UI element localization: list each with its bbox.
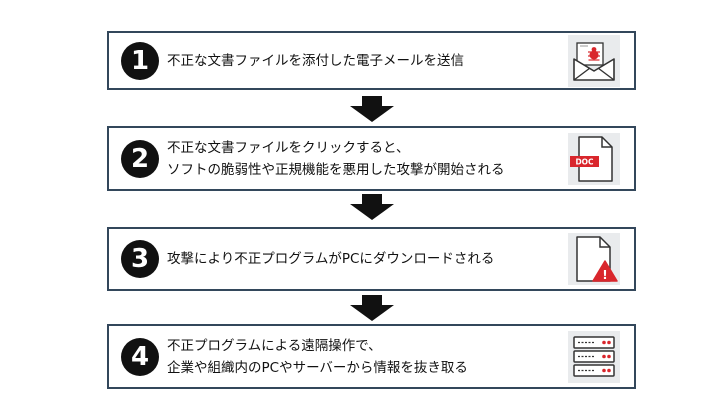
doc-label: DOC (575, 157, 594, 166)
step-text-line: 不正な文書ファイルをクリックすると、 (167, 139, 410, 156)
step-number-badge: 1 (121, 41, 159, 80)
step-1-box: 1 不正な文書ファイルを添付した電子メールを送信 (107, 31, 636, 90)
step-number-badge: 4 (121, 337, 159, 376)
warning-mark: ! (602, 268, 607, 282)
step-text-line: ソフトの脆弱性や正規機能を悪用した攻撃が開始される (167, 161, 505, 178)
warning-file-icon: ! (568, 233, 620, 285)
step-number-badge: 3 (121, 240, 159, 278)
step-3-box: 3 攻撃により不正プログラムがPCにダウンロードされる ! (107, 227, 636, 291)
doc-file-icon: DOC (568, 132, 620, 185)
step-text-line: 企業や組織内のPCやサーバーから情報を抜き取る (167, 359, 468, 376)
step-text: 不正プログラムによる遠隔操作で、 企業や組織内のPCやサーバーから情報を抜き取る (167, 335, 564, 379)
step-text-line: 不正プログラムによる遠隔操作で、 (167, 337, 382, 354)
flow-arrow-down (350, 295, 394, 321)
server-icon (568, 330, 620, 383)
step-text: 攻撃により不正プログラムがPCにダウンロードされる (167, 248, 564, 270)
step-text: 不正な文書ファイルを添付した電子メールを送信 (167, 50, 564, 72)
step-text: 不正な文書ファイルをクリックすると、 ソフトの脆弱性や正規機能を悪用した攻撃が開… (167, 137, 564, 181)
flow-arrow-down (350, 96, 394, 122)
infected-email-icon (568, 34, 620, 87)
step-text-line: 攻撃により不正プログラムがPCにダウンロードされる (167, 251, 495, 267)
step-4-box: 4 不正プログラムによる遠隔操作で、 企業や組織内のPCやサーバーから情報を抜き… (107, 324, 636, 389)
step-number-badge: 2 (121, 139, 159, 178)
flow-arrow-down (350, 194, 394, 220)
step-text-line: 不正な文書ファイルを添付した電子メールを送信 (167, 52, 464, 69)
step-2-box: 2 不正な文書ファイルをクリックすると、 ソフトの脆弱性や正規機能を悪用した攻撃… (107, 126, 636, 191)
